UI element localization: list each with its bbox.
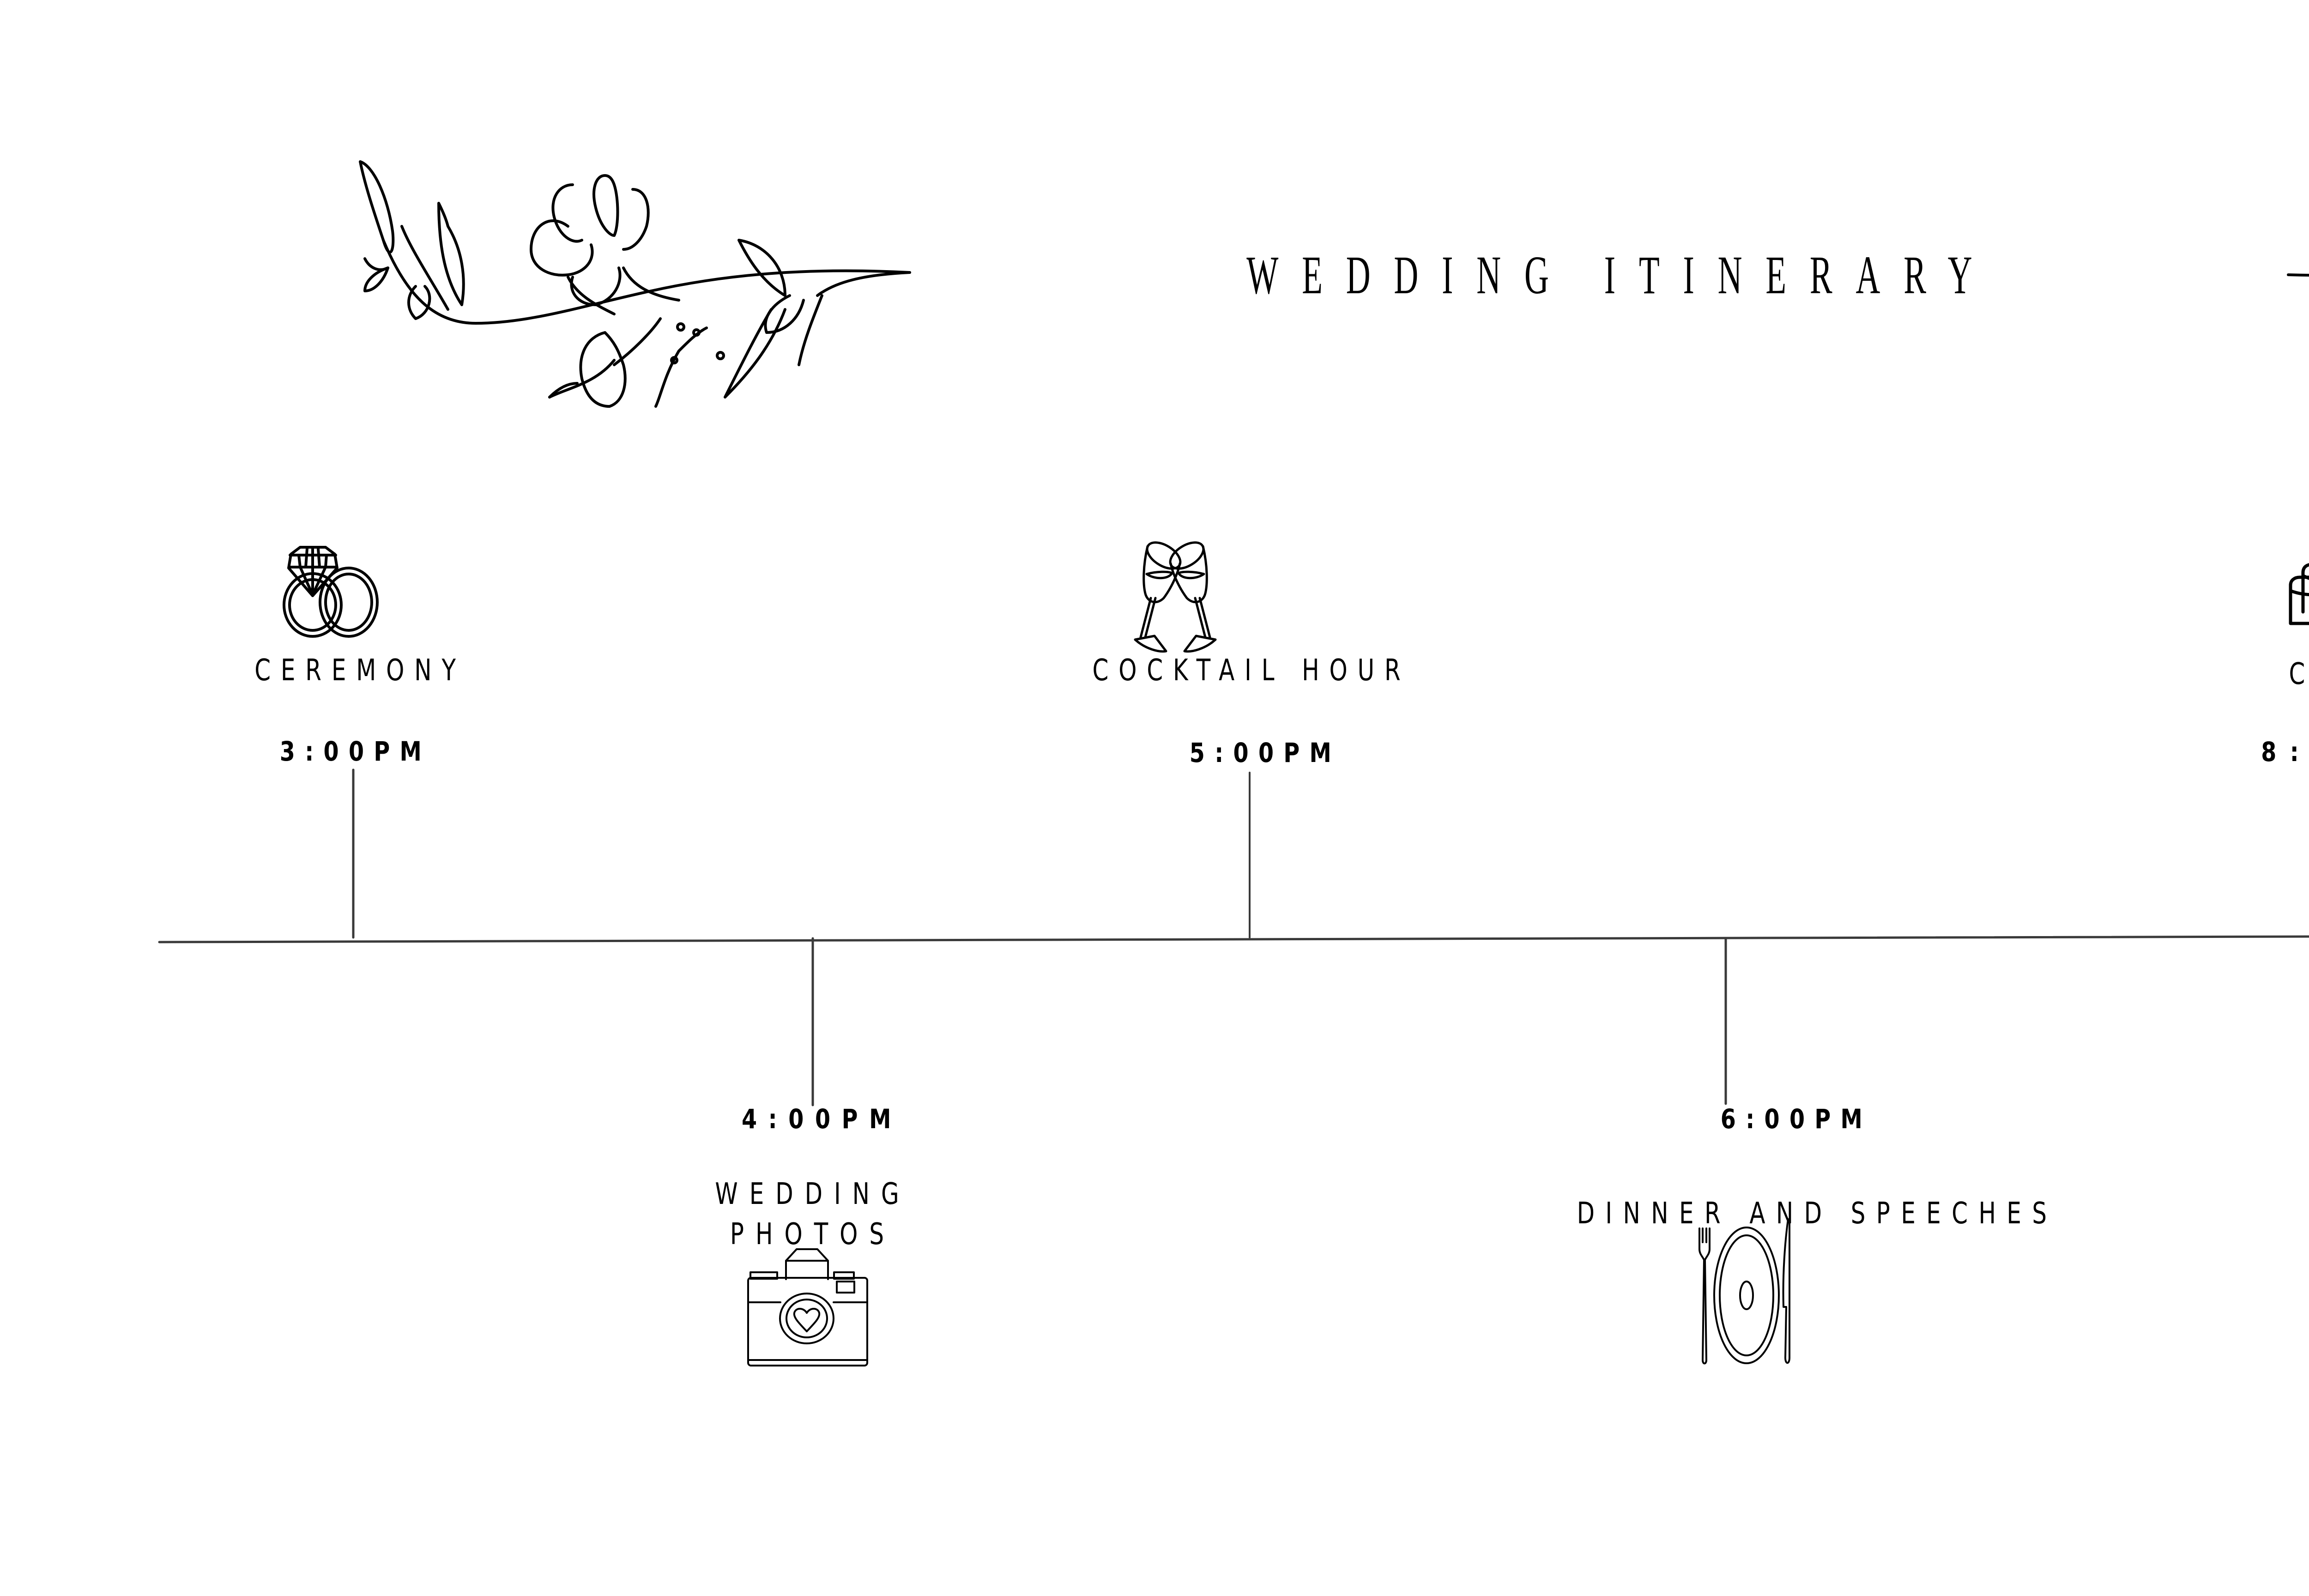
event-label: COCKTAIL HOUR bbox=[1092, 653, 1411, 688]
event-time: 3:00PM bbox=[279, 736, 432, 767]
event-label: DINNER AND SPEECHES bbox=[1577, 1197, 2058, 1231]
camera-heart-icon bbox=[747, 1248, 868, 1366]
event-time: 4:00PM bbox=[741, 1103, 903, 1135]
page-title: WEDDING ITINERARY bbox=[1246, 245, 1996, 305]
champagne-glasses-icon bbox=[1134, 541, 1217, 653]
wedding-rings-icon bbox=[283, 546, 379, 638]
event-time: 5:00PM bbox=[1189, 737, 1342, 768]
event-time: 6:00PM bbox=[1720, 1103, 1873, 1135]
event-time: 8:00PM bbox=[2261, 736, 2309, 768]
plate-fork-knife-icon bbox=[1699, 1218, 1790, 1365]
event-label: CAKE bbox=[2251, 659, 2309, 689]
event-label-line1: WEDDING bbox=[715, 1177, 911, 1211]
floral-branch-left-icon bbox=[359, 160, 911, 408]
wedding-cake-icon bbox=[2289, 563, 2309, 625]
event-label-line2: PHOTOS bbox=[730, 1217, 896, 1251]
event-label: CEREMONY bbox=[254, 653, 466, 688]
